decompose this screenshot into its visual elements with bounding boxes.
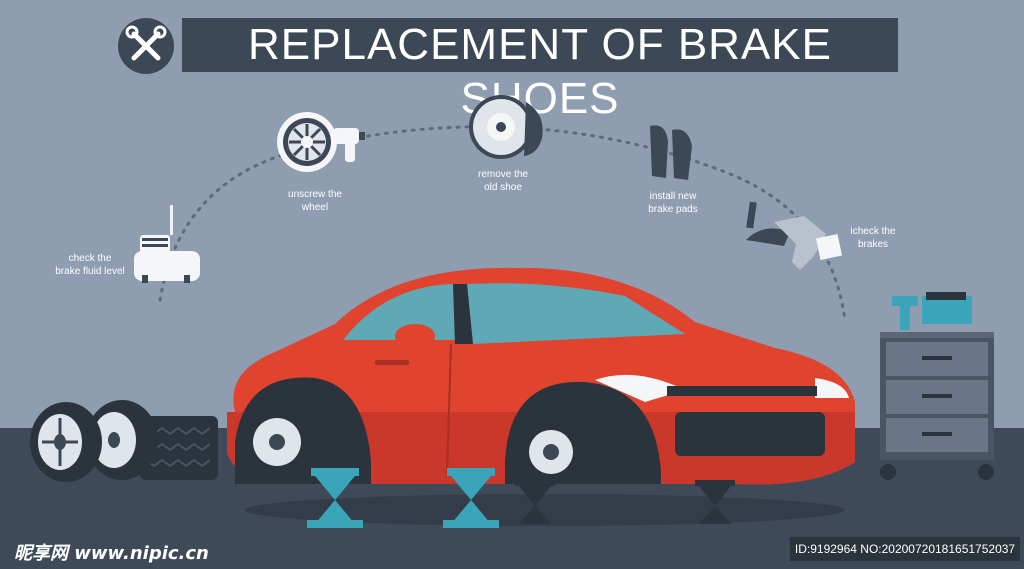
watermark-site: 昵享网 www.nipic.cn [14,543,209,564]
red-car [215,262,865,537]
tool-cart [872,292,1002,492]
brake-fluid-reservoir-icon [132,205,204,290]
step-label-wheel: unscrew the wheel [288,189,342,213]
watermark-id: ID:9192964 NO:20200720181651752037 [790,537,1020,561]
step-label-pads: install new brake pads [648,191,698,215]
tire-stack [30,398,220,493]
brake-pedal-foot-icon [744,200,844,285]
brake-disc-caliper-icon [468,94,548,165]
step-label-fluid: check the brake fluid level [55,253,125,277]
step-label-pedal: icheck the brakes [850,226,896,250]
wheel-with-impact-wrench-icon [275,110,370,185]
brake-pads-icon [646,122,696,187]
wrench-crossed-icon [118,18,174,74]
step-label-disc: remove the old shoe [477,169,529,193]
